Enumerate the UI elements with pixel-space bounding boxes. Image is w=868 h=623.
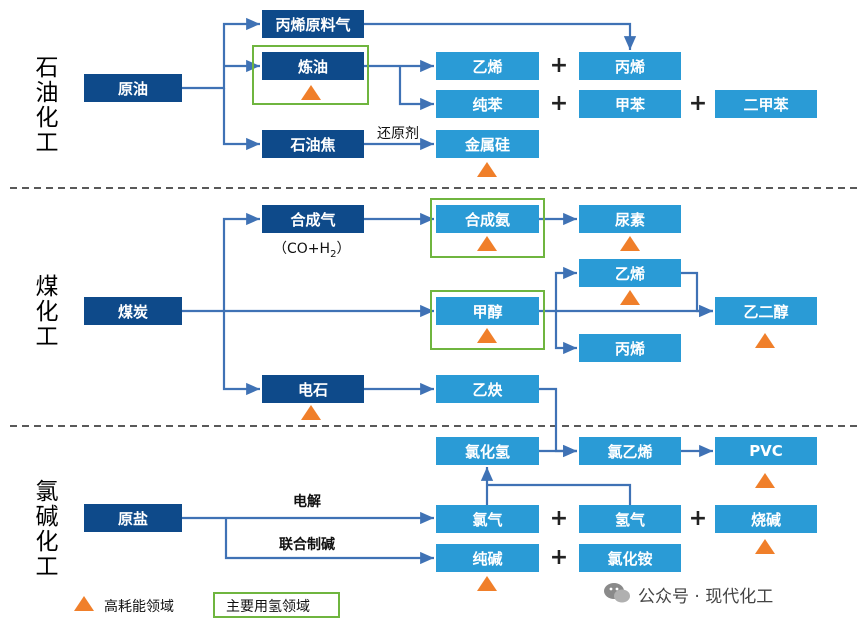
node-propylene: 丙烯 bbox=[579, 52, 681, 80]
high-energy-triangle-icon bbox=[755, 473, 775, 488]
high-energy-triangle-icon bbox=[477, 162, 497, 177]
node-vinyl-chloride: 氯乙烯 bbox=[579, 437, 681, 465]
high-energy-triangle-icon bbox=[755, 333, 775, 348]
node-chlorine: 氯气 bbox=[436, 505, 539, 533]
node-propylene-feedgas: 丙烯原料气 bbox=[262, 10, 364, 38]
high-energy-triangle-icon bbox=[620, 236, 640, 251]
node-acetylene: 乙炔 bbox=[436, 375, 539, 403]
legend-triangle-icon bbox=[74, 596, 94, 611]
high-energy-triangle-icon bbox=[477, 236, 497, 251]
sector-label-petrochemical: 石油化工 bbox=[31, 55, 57, 155]
node-hydrogen: 氢气 bbox=[579, 505, 681, 533]
node-toluene: 甲苯 bbox=[579, 90, 681, 118]
arrow-refining-to-benzene bbox=[398, 66, 434, 111]
node-caustic-soda: 烧碱 bbox=[715, 505, 817, 533]
node-calcium-carbide: 电石 bbox=[262, 375, 364, 403]
legend-green-frame bbox=[213, 592, 340, 618]
node-soda-ash: 纯碱 bbox=[436, 544, 539, 572]
high-energy-triangle-icon bbox=[301, 85, 321, 100]
high-energy-triangle-icon bbox=[477, 328, 497, 343]
arrow-crude-to-propylene-feed bbox=[182, 17, 260, 90]
plus-sign: + bbox=[549, 91, 569, 116]
arrow-salt-to-soda-ash bbox=[224, 518, 434, 565]
node-ammonium-chloride: 氯化铵 bbox=[579, 544, 681, 572]
sector-label-coal-chemical: 煤化工 bbox=[31, 273, 57, 349]
plus-sign: + bbox=[549, 53, 569, 78]
arrow-feed-to-propylene bbox=[364, 22, 637, 50]
high-energy-triangle-icon bbox=[620, 290, 640, 305]
node-crude-oil: 原油 bbox=[84, 74, 182, 102]
arrow-ethylene-to-glycol bbox=[681, 271, 713, 318]
arrow-coal-to-carbide bbox=[222, 311, 260, 396]
node-coal-propylene: 丙烯 bbox=[579, 334, 681, 362]
reductant-label: 还原剂 bbox=[377, 126, 419, 142]
high-energy-triangle-icon bbox=[755, 539, 775, 554]
node-hydrogen-chloride: 氯化氢 bbox=[436, 437, 539, 465]
hydrogen-frame-methanol bbox=[430, 290, 545, 350]
arrow-methanol-to-propylene bbox=[554, 311, 577, 355]
line-hydrogen-to-hcl bbox=[487, 483, 632, 505]
node-syngas: 合成气 bbox=[262, 205, 364, 233]
high-energy-triangle-icon bbox=[477, 576, 497, 591]
plus-sign: + bbox=[549, 545, 569, 570]
node-raw-salt: 原盐 bbox=[84, 504, 182, 532]
node-synthetic-ammonia: 合成氨 bbox=[436, 205, 539, 233]
node-ethylene: 乙烯 bbox=[436, 52, 539, 80]
electrolysis-label: 电解 bbox=[293, 494, 321, 510]
node-xylene: 二甲苯 bbox=[715, 90, 817, 118]
plus-sign: + bbox=[549, 506, 569, 531]
hydrogen-frame-ammonia bbox=[430, 198, 545, 258]
combined-soda-process-label: 联合制碱 bbox=[279, 537, 335, 553]
sector-label-chlor-alkali: 氯碱化工 bbox=[31, 479, 57, 579]
watermark-text: 公众号 · 现代化工 bbox=[638, 587, 774, 607]
node-coal-ethylene: 乙烯 bbox=[579, 259, 681, 287]
wechat-icon bbox=[604, 583, 630, 603]
plus-sign: + bbox=[688, 91, 708, 116]
node-pvc: PVC bbox=[715, 437, 817, 465]
node-methanol: 甲醇 bbox=[436, 297, 539, 325]
legend-high-energy-label: 高耗能领域 bbox=[104, 599, 174, 615]
node-ethylene-glycol: 乙二醇 bbox=[715, 297, 817, 325]
legend-hydrogen-use-label: 主要用氢领域 bbox=[226, 599, 310, 615]
node-urea: 尿素 bbox=[579, 205, 681, 233]
plus-sign: + bbox=[688, 506, 708, 531]
arrow-crude-to-petcoke bbox=[222, 88, 260, 151]
node-petroleum-coke: 石油焦 bbox=[262, 130, 364, 158]
syngas-formula-label: （CO+H2） bbox=[273, 241, 351, 260]
node-coal: 煤炭 bbox=[84, 297, 182, 325]
hydrogen-frame-refining bbox=[252, 45, 369, 105]
arrow-coal-to-syngas bbox=[222, 212, 260, 311]
node-benzene: 纯苯 bbox=[436, 90, 539, 118]
high-energy-triangle-icon bbox=[301, 405, 321, 420]
node-refining: 炼油 bbox=[262, 52, 364, 80]
arrow-methanol-to-ethylene bbox=[554, 266, 577, 311]
node-metallic-silicon: 金属硅 bbox=[436, 130, 539, 158]
arrow-acetylene-to-vcm bbox=[539, 387, 577, 458]
